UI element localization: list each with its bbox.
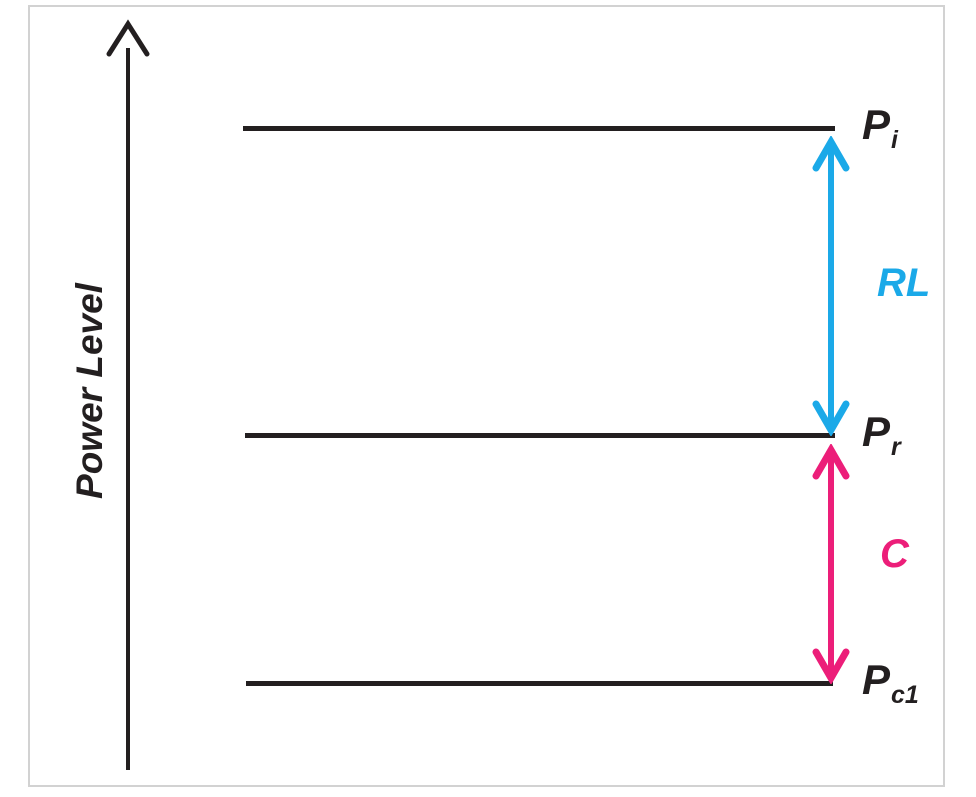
- level-label-pi: Pi: [862, 101, 898, 153]
- level-line-pr: [245, 433, 835, 438]
- return-loss-arrow: [808, 134, 854, 438]
- up-arrow-icon: [105, 18, 151, 64]
- level-label-pi-main: P: [862, 101, 891, 148]
- level-line-pi: [243, 126, 835, 131]
- image-frame: [28, 5, 945, 787]
- return-loss-label: RL: [877, 261, 931, 305]
- coupling-arrow: [808, 442, 854, 686]
- level-label-pr: Pr: [862, 408, 901, 460]
- level-label-pc1: Pc1: [862, 656, 919, 708]
- level-label-pi-sub: i: [891, 126, 898, 154]
- level-label-pr-sub: r: [891, 433, 901, 461]
- coupling-label: C: [880, 532, 909, 576]
- level-label-pc1-main: P: [862, 656, 891, 703]
- level-label-pr-main: P: [862, 408, 891, 455]
- power-level-axis: [126, 48, 130, 770]
- level-label-pc1-sub: c1: [891, 681, 919, 709]
- level-line-pc1: [246, 681, 833, 686]
- axis-title: Power Level: [69, 283, 110, 499]
